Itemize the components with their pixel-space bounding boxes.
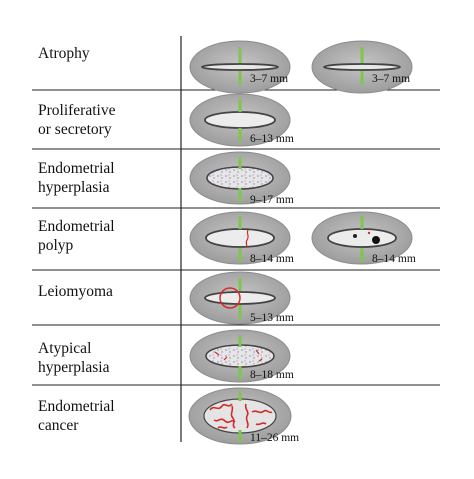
measure-marker [360, 47, 364, 63]
row-label-cancer: Endometrial cancer [38, 397, 115, 435]
row-label-line: Atrophy [38, 45, 90, 62]
polyp-dot [353, 234, 357, 238]
uterus-atrophy-2: 3–7 mm [311, 40, 413, 94]
measure-marker [238, 128, 242, 142]
uterus-polyp-1: 8–14 mm [189, 211, 294, 265]
measure-marker [238, 366, 242, 380]
row-label-line: Proliferative [38, 102, 116, 119]
measure-marker [238, 99, 242, 112]
uterus-proliferative: 6–13 mm [189, 93, 294, 147]
measure-marker [238, 248, 242, 262]
measure-marker [238, 216, 242, 229]
measure-marker [360, 248, 364, 262]
measurement-label: 8–14 mm [250, 253, 294, 265]
row-label-line: Endometrial [38, 398, 115, 415]
row-label-proliferative: Proliferative or secretory [38, 101, 115, 139]
measure-marker [360, 71, 364, 85]
fibroid [219, 287, 241, 309]
row-label-line: Endometrial [38, 160, 115, 177]
measure-marker [238, 278, 242, 291]
row-label-line: or secretory [38, 121, 112, 138]
polyp-vessel [245, 229, 249, 248]
measure-marker [238, 47, 242, 63]
row-label-atypical-hyperplasia: Atypical hyperplasia [38, 339, 109, 377]
measurement-label: 9–17 mm [250, 194, 294, 206]
atypia-marks [214, 349, 263, 362]
uterus-leiomyoma: 5–13 mm [189, 271, 294, 325]
row-label-line: Atypical [38, 340, 92, 357]
uterus-polyp-2: 8–14 mm [311, 211, 416, 265]
measurement-label: 3–7 mm [250, 73, 288, 85]
row-label-hyperplasia: Endometrial hyperplasia [38, 159, 115, 197]
measure-marker [360, 216, 364, 229]
row-label-line: polyp [38, 237, 74, 254]
polyp-dot [367, 231, 371, 235]
measurement-label: 8–14 mm [372, 253, 416, 265]
row-label-line: hyperplasia [38, 359, 110, 376]
measurement-label: 6–13 mm [250, 133, 294, 145]
measure-marker [238, 305, 242, 319]
uterus-atypical-hyperplasia: 8–18 mm [189, 329, 294, 383]
row-label-line: cancer [38, 417, 79, 434]
measurement-label: 8–18 mm [250, 369, 294, 381]
tumor-vessels [209, 403, 273, 429]
row-label-line: Leiomyoma [38, 283, 113, 300]
row-label-polyp: Endometrial polyp [38, 217, 115, 255]
row-label-atrophy: Atrophy [38, 44, 90, 63]
measurement-label: 5–13 mm [250, 312, 294, 324]
measure-marker [238, 335, 242, 347]
uterus-cancer: 11–26 mm [188, 387, 299, 445]
row-label-leiomyoma: Leiomyoma [38, 282, 113, 301]
measure-marker [238, 71, 242, 85]
measurement-label: 11–26 mm [250, 432, 299, 444]
polyp-mass [372, 236, 380, 244]
uterus-hyperplasia: 9–17 mm [189, 151, 294, 206]
row-label-line: Endometrial [38, 218, 115, 235]
measurement-label: 3–7 mm [372, 73, 410, 85]
row-label-line: hyperplasia [38, 179, 110, 196]
measure-marker [238, 391, 242, 401]
measure-marker [238, 188, 242, 202]
uterus-atrophy-1: 3–7 mm [189, 40, 291, 94]
measure-marker [238, 430, 242, 442]
measure-marker [238, 157, 242, 169]
